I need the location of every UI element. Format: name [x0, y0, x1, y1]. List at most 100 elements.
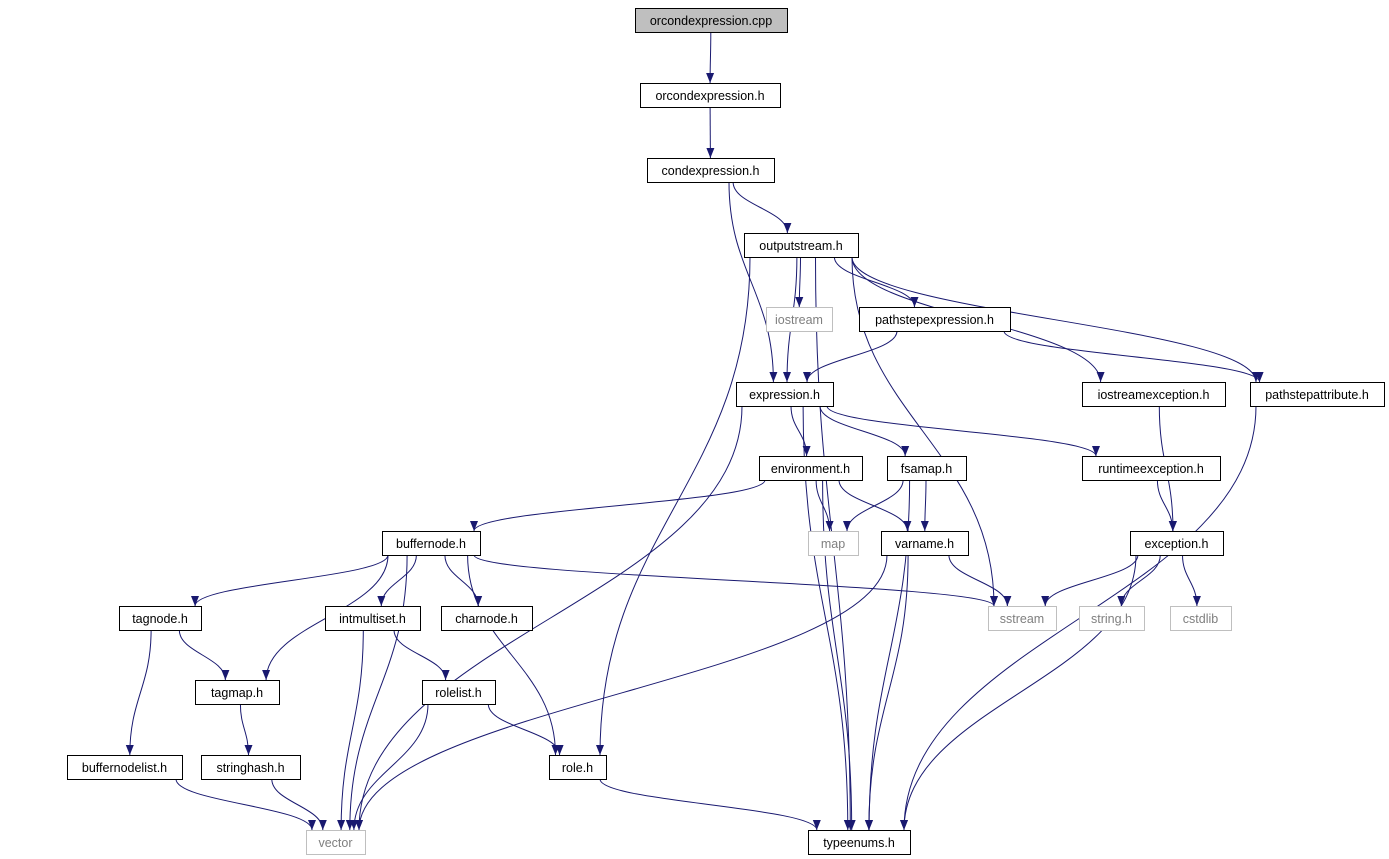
edge-arrow [393, 629, 450, 681]
node-intmultiset-h[interactable]: intmultiset.h [325, 606, 421, 631]
edge-pathstepexpression-h-to-expression-h [803, 330, 898, 383]
edge-arrow [1041, 554, 1139, 607]
edge-arrow [355, 405, 743, 831]
node-buffernode-h[interactable]: buffernode.h [382, 531, 481, 556]
node-typeenums-h[interactable]: typeenums.h [808, 830, 911, 855]
edge-expression-h-to-environment-h [790, 405, 811, 457]
node-outputstream-h[interactable]: outputstream.h [744, 233, 859, 258]
edge-outputstream-h-to-pathstepexpression-h [833, 256, 919, 308]
node-box [1082, 456, 1221, 481]
node-box [640, 83, 781, 108]
edge-arrow [819, 405, 910, 457]
node-iostreamexception-h[interactable]: iostreamexception.h [1082, 382, 1226, 407]
edge-arrow [355, 554, 888, 831]
node-pathstepexpression-h[interactable]: pathstepexpression.h [859, 307, 1011, 332]
edge-arrow [487, 703, 564, 756]
edge-runtimeexception-h-to-exception-h [1156, 479, 1177, 532]
node-varname-h[interactable]: varname.h [881, 531, 969, 556]
edge-exception-h-to-sstream [1041, 554, 1139, 607]
node-condexpression-h[interactable]: condexpression.h [647, 158, 775, 183]
edge-arrow [444, 554, 483, 607]
node-stringhash-h[interactable]: stringhash.h [201, 755, 301, 780]
edge-tagnode-h-to-tagmap-h [178, 629, 230, 681]
edge-rolelist-h-to-role-h [487, 703, 564, 756]
edge-exception-h-to-string-h [1117, 554, 1161, 607]
node-orcondexpression-cpp[interactable]: orcondexpression.cpp [635, 8, 788, 33]
node-box [881, 531, 969, 556]
node-box [422, 680, 496, 705]
edge-arrow [1182, 554, 1201, 607]
node-tagnode-h[interactable]: tagnode.h [119, 606, 202, 631]
edge-fsamap-h-to-varname-h [920, 479, 929, 532]
node-label: string.h [1091, 612, 1132, 626]
node-label: typeenums.h [823, 836, 895, 850]
edge-arrow [239, 703, 253, 756]
edge-arrow [1003, 330, 1264, 383]
node-box [808, 830, 911, 855]
node-orcondexpression-h[interactable]: orcondexpression.h [640, 83, 781, 108]
edge-role-h-to-typeenums-h [599, 778, 821, 831]
node-label: rolelist.h [435, 686, 482, 700]
node-box [549, 755, 607, 780]
edge-arrow [900, 554, 1137, 831]
edge-arrow [851, 256, 1260, 383]
edge-intmultiset-h-to-rolelist-h [393, 629, 450, 681]
edge-buffernode-h-to-vector [345, 554, 408, 831]
edge-arrow [599, 778, 821, 831]
node-expression-h[interactable]: expression.h [736, 382, 834, 407]
node-exception-h[interactable]: exception.h [1130, 531, 1224, 556]
edge-arrow [920, 479, 929, 532]
edge-arrow [473, 554, 998, 607]
edge-expression-h-to-runtimeexception-h [826, 405, 1100, 457]
node-box [808, 531, 859, 556]
node-label: expression.h [749, 388, 820, 402]
edge-buffernode-h-to-sstream [473, 554, 998, 607]
edge-condexpression-h-to-expression-h [728, 181, 778, 383]
edge-arrow [826, 405, 1100, 457]
node-box [1170, 606, 1232, 631]
node-box [647, 158, 775, 183]
node-box [195, 680, 280, 705]
edge-tagnode-h-to-buffernodelist-h [125, 629, 152, 756]
node-pathstepattribute-h[interactable]: pathstepattribute.h [1250, 382, 1385, 407]
node-role-h[interactable]: role.h [549, 755, 607, 780]
edge-exception-h-to-cstdlib [1182, 554, 1201, 607]
node-runtimeexception-h[interactable]: runtimeexception.h [1082, 456, 1221, 481]
node-box [766, 307, 833, 332]
edge-condexpression-h-to-outputstream-h [732, 181, 792, 234]
edge-arrow [349, 703, 429, 831]
node-vector: vector [306, 830, 366, 855]
node-label: cstdlib [1183, 612, 1218, 626]
edge-stringhash-h-to-vector [271, 778, 327, 831]
node-box [201, 755, 301, 780]
node-buffernodelist-h[interactable]: buffernodelist.h [67, 755, 183, 780]
node-box [759, 456, 863, 481]
node-label: outputstream.h [759, 239, 842, 253]
node-box [306, 830, 366, 855]
node-box [67, 755, 183, 780]
edge-orcondexpression-cpp-to-orcondexpression-h [706, 31, 715, 84]
edge-varname-h-to-vector [355, 554, 888, 831]
edge-arrow [1117, 554, 1161, 607]
edge-environment-h-to-varname-h [838, 479, 912, 532]
edge-arrow [732, 181, 792, 234]
node-label: tagmap.h [211, 686, 263, 700]
node-label: exception.h [1145, 537, 1209, 551]
edge-varname-h-to-typeenums-h [864, 554, 909, 831]
node-charnode-h[interactable]: charnode.h [441, 606, 533, 631]
edge-arrow [803, 330, 898, 383]
node-label: vector [318, 836, 352, 850]
edge-arrow [337, 629, 364, 831]
node-sstream: sstream [988, 606, 1057, 631]
node-fsamap-h[interactable]: fsamap.h [887, 456, 967, 481]
node-label: sstream [1000, 612, 1044, 626]
node-box [1250, 382, 1385, 407]
edge-arrow [175, 778, 316, 831]
node-environment-h[interactable]: environment.h [759, 456, 863, 481]
edge-arrow [345, 554, 408, 831]
edge-arrow [843, 479, 904, 532]
node-tagmap-h[interactable]: tagmap.h [195, 680, 280, 705]
node-rolelist-h[interactable]: rolelist.h [422, 680, 496, 705]
node-label: iostream [775, 313, 823, 327]
edge-arrow [833, 256, 919, 308]
